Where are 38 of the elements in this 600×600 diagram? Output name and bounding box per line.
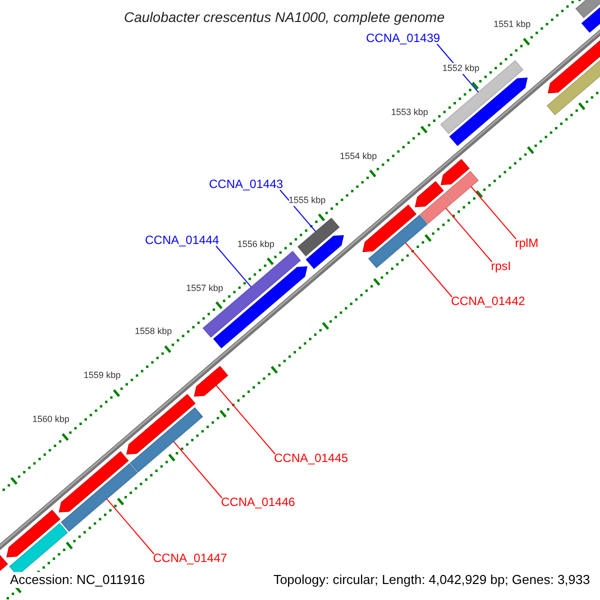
gene-label: CCNA_01444 (145, 233, 220, 247)
leader-line (280, 190, 316, 232)
scale-label: 1557 kbp (186, 282, 224, 294)
gene-bar (444, 170, 479, 202)
gene-bar (368, 214, 428, 268)
leader-line (216, 246, 252, 288)
gene-label: CCNA_01447 (153, 551, 228, 565)
scale-label: 1554 kbp (340, 150, 377, 162)
leader-line (445, 208, 492, 262)
scale-label: 1559 kbp (84, 370, 121, 382)
gene-label: CCNA_01442 (451, 294, 526, 308)
gene-bar (298, 218, 340, 256)
leader-line (173, 441, 222, 498)
scale-label: 1558 kbp (134, 326, 172, 338)
gene-label: CCNA_01439 (366, 31, 440, 45)
leader-line (216, 384, 276, 454)
leader-line (405, 242, 452, 298)
gene-bar (440, 60, 524, 134)
leader-line (106, 498, 154, 554)
gene-label: CCNA_01443 (209, 177, 284, 191)
gene-bar (60, 463, 138, 532)
gene-bar (420, 193, 453, 224)
gene-label: CCNA_01446 (221, 495, 296, 509)
scale-label: 1556 kbp (237, 238, 274, 250)
scale-label: 1552 kbp (442, 62, 480, 74)
gene-label: CCNA_01445 (274, 451, 348, 465)
genome-summary: Topology: circular; Length: 4,042,929 bp; Genes: 3,933 (271, 572, 592, 588)
gene-label: rpsI (491, 259, 512, 273)
gene-block (194, 366, 228, 397)
map-title: Caulobacter crescentus NA1000, complete genome (124, 10, 445, 24)
gene-label: rplM (515, 236, 538, 250)
scale-label: 1555 kbp (288, 194, 326, 206)
leader-line (470, 186, 516, 240)
scale-label: 1560 kbp (32, 414, 70, 426)
scale-label: 1553 kbp (391, 106, 428, 118)
accession-label: Accession: NC_011916 (8, 572, 147, 588)
gene-bar (130, 407, 204, 472)
scale-label: 1551 kbp (494, 18, 531, 30)
